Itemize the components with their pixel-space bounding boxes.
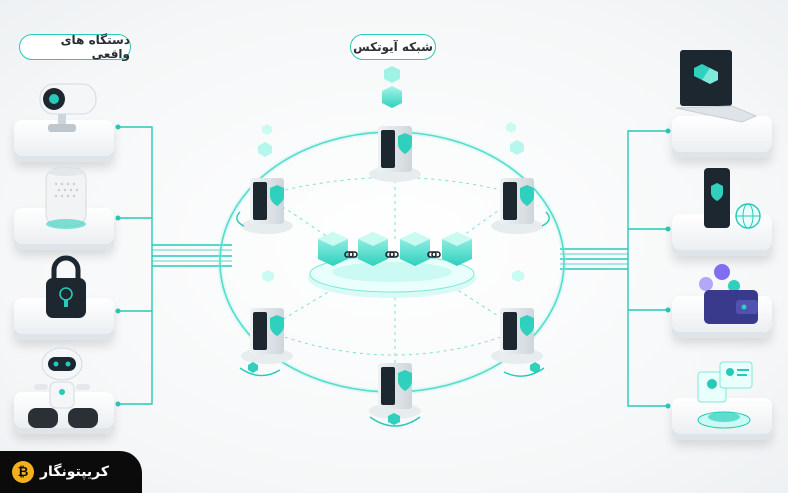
smart-lock-icon <box>46 255 86 318</box>
left-connector-dots <box>115 124 121 407</box>
network-label: شبکه آیوتکس <box>350 34 436 60</box>
devices-label: دستگاه های واقعی <box>19 33 131 61</box>
left-connector-tree <box>118 126 232 405</box>
server-node-top <box>369 66 421 182</box>
device-platform-laptop <box>672 116 772 158</box>
server-node-lower-left <box>239 270 293 377</box>
right-connector-dots <box>665 128 671 409</box>
laptop-icon <box>675 50 758 123</box>
crypto-wallet-icon <box>699 264 758 324</box>
brand-badge: ₿ کریپتونگار <box>0 451 142 493</box>
server-node-bottom <box>369 363 421 427</box>
chain-link-icon <box>344 251 441 258</box>
brand-name: کریپتونگار <box>40 464 110 480</box>
server-node-lower-right <box>491 270 545 377</box>
blockchain-blocks <box>318 232 472 266</box>
robot-icon <box>28 347 98 428</box>
smartphone-globe-icon <box>704 168 761 229</box>
identity-card-icon <box>697 361 753 429</box>
right-connector-tree <box>560 130 668 407</box>
server-node-upper-left <box>236 124 293 234</box>
blockchain-platform <box>308 255 476 298</box>
security-camera-icon <box>39 83 97 132</box>
server-node-upper-right <box>491 122 550 234</box>
coin-icon: ₿ <box>12 461 34 483</box>
smart-speaker-icon <box>45 167 87 229</box>
